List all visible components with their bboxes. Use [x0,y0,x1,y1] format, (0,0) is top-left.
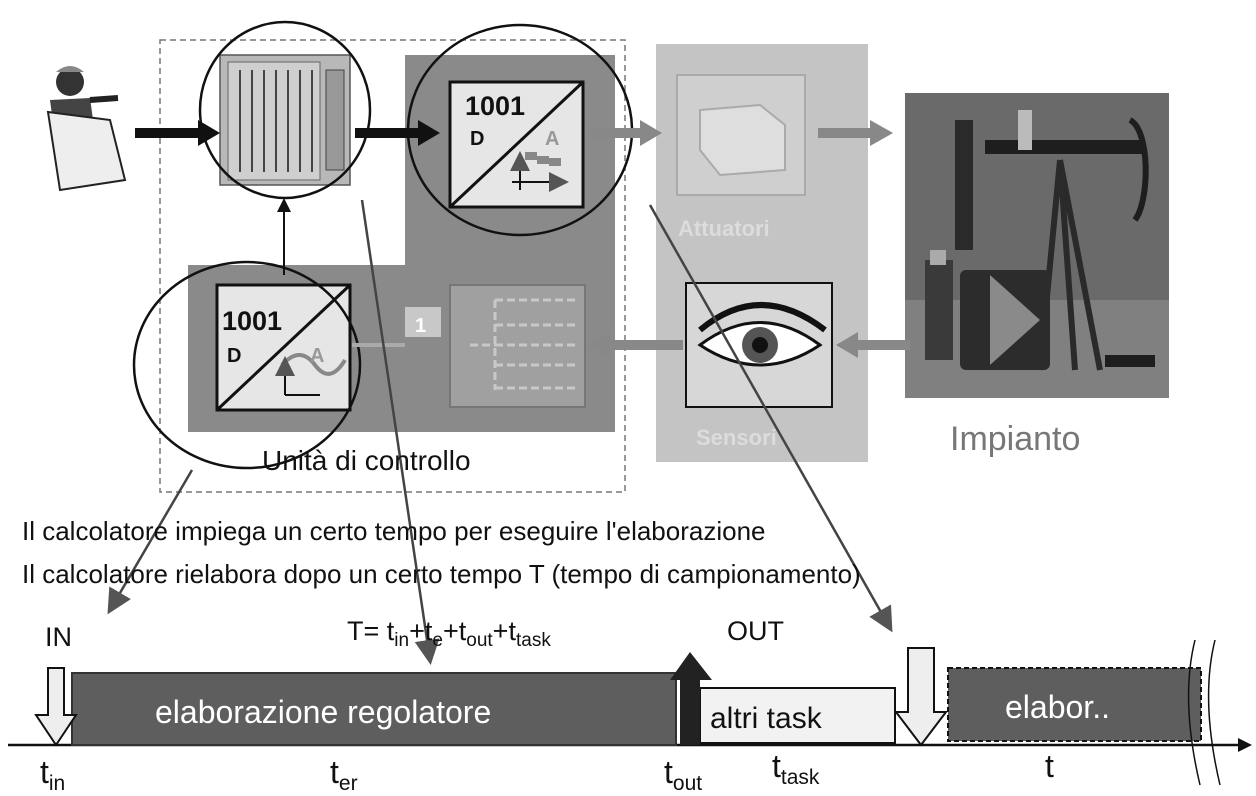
tick-t-out: tout [664,754,702,795]
dac-digits: 1001 [465,91,525,121]
adc-digits: 1001 [222,306,282,336]
in-label: IN [45,622,72,652]
block-next-label: elabor.. [1005,689,1110,725]
adc-a-label: A [310,345,324,367]
tick-t-in: tin [40,754,65,795]
plant-image [905,93,1169,398]
operator-icon [46,66,127,192]
control-unit-label: Unità di controllo [262,445,471,476]
block-main-label: elaborazione regolatore [155,694,491,730]
sensor-channels: N [640,311,654,333]
pointer-adc-in [107,469,194,615]
control-unit-boundary [159,39,626,493]
pointer-dac-out [648,204,893,633]
sensors-label: Sensori [696,425,777,450]
multiplexer-block [405,284,586,408]
in-arrow [34,667,78,747]
focus-circle-adc [132,260,362,470]
dac-d-label: D [470,128,484,150]
out-label: OUT [727,616,784,646]
adc-block [215,283,352,412]
tick-t: t [1045,748,1054,784]
block-task-label: altri task [710,702,823,735]
block-main-processing [71,672,677,746]
actuator-icon [676,74,806,196]
axis-break-marks [1187,639,1221,786]
sampling-formula: T= tin+te+tout+ttask [347,616,551,651]
block-next-processing [947,667,1202,742]
in-arrow-next [893,647,949,747]
note-line-2: Il calcolatore rielabora dopo un certo t… [22,559,861,589]
adc-d-label: D [227,345,241,367]
out-arrow [670,652,712,745]
actuators-label: Attuatori [678,216,770,241]
dac-a-label: A [545,128,559,150]
note-line-1: Il calcolatore impiega un certo tempo pe… [22,516,766,546]
plant-label: Impianto [950,420,1080,458]
mux-index: 1 [415,315,426,337]
sensor-eye-icon [685,282,833,408]
cpu-rack-image [219,54,351,186]
pointer-cpu-er [360,199,440,665]
tick-t-task: ttask [772,748,820,789]
tick-t-er: ter [330,754,358,795]
dac-block [448,80,585,209]
focus-circle-cpu [198,20,372,200]
